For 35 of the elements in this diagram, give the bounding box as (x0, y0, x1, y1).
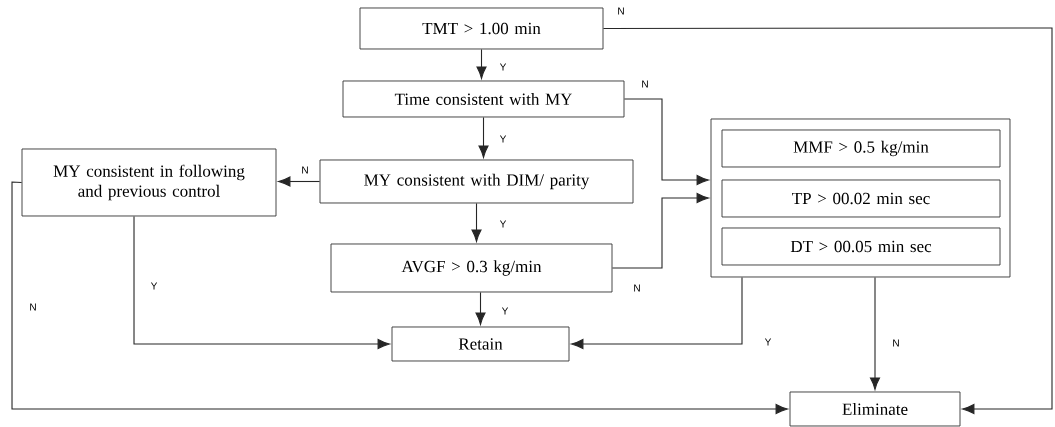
edge-label: N (632, 283, 642, 293)
edge-label: Y (763, 337, 773, 347)
process-box: Retain (391, 326, 570, 362)
edge-label: Y (149, 281, 159, 291)
edge-label: Y (498, 134, 508, 144)
process-box: MY consistent in following and previous control (21, 148, 277, 217)
process-box: MMF > 0.5 kg/min (721, 129, 1001, 168)
arrow (602, 27, 1053, 415)
edge-label: Y (498, 219, 508, 229)
process-box: AVGF > 0.3 kg/min (330, 243, 613, 293)
edge-label: N (640, 79, 650, 89)
arrow (623, 98, 709, 186)
arrow (476, 48, 487, 79)
arrow (869, 276, 881, 390)
process-box: Time consistent with MY (342, 80, 625, 118)
edge-label: N (891, 338, 901, 348)
process-box: Eliminate (789, 391, 961, 427)
arrow (611, 192, 709, 269)
process-box: DT > 00.05 min sec (721, 227, 1001, 266)
arrow (571, 276, 743, 350)
arrow (278, 176, 321, 187)
arrow (11, 181, 788, 415)
edge-label: N (300, 165, 310, 175)
arrow (471, 202, 482, 242)
process-box: TMT > 1.00 min (359, 7, 604, 50)
edge-label: Y (500, 306, 510, 316)
edge-label: Y (498, 62, 508, 72)
group-box (710, 118, 1011, 278)
edge-label: N (616, 6, 626, 16)
arrow (133, 215, 390, 350)
process-box: MY consistent with DIM/ parity (319, 159, 634, 204)
arrow (478, 116, 489, 158)
process-box: TP > 00.02 min sec (721, 179, 1001, 218)
arrow (475, 291, 486, 325)
edge-label: N (28, 302, 38, 312)
